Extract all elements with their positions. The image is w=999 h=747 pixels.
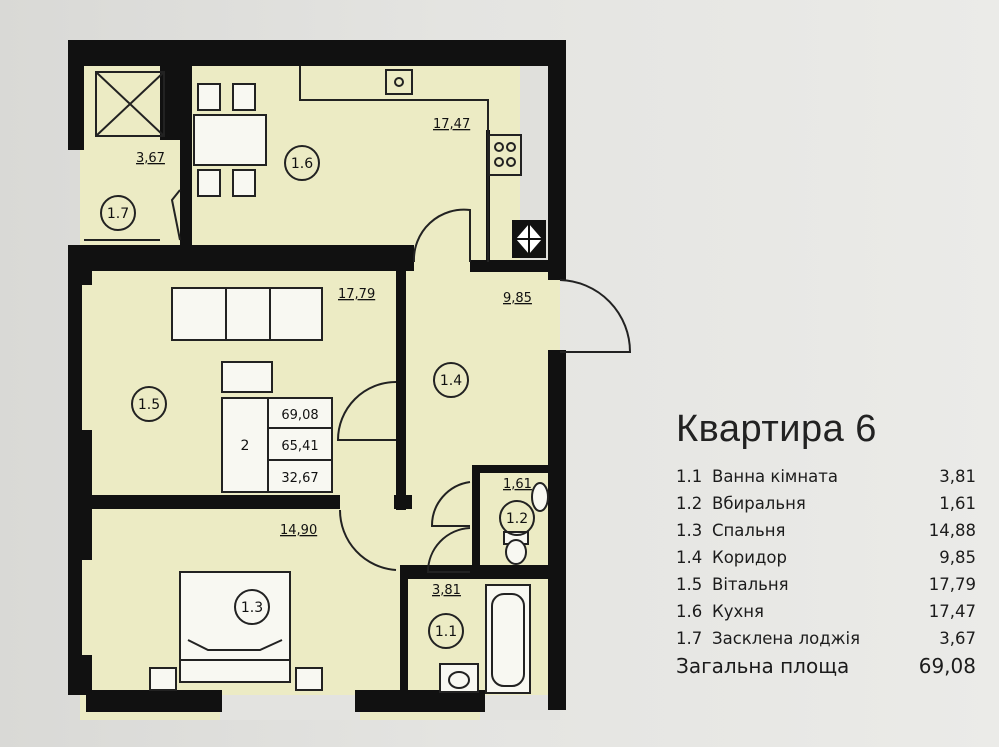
doors	[336, 208, 632, 573]
boiler	[512, 220, 546, 258]
room-1-6-area: 17,47	[433, 117, 470, 132]
legend-item-area: 3,81	[939, 467, 976, 486]
room-1-5-area: 17,79	[338, 287, 375, 302]
stove	[488, 134, 522, 176]
room-1-2-number: 1.2	[506, 511, 528, 527]
legend-item-name: Вітальня	[712, 575, 789, 594]
summary-rooms: 2	[241, 438, 250, 454]
walls	[68, 40, 566, 712]
legend-item-no: 1.3	[676, 521, 703, 540]
room-1-5-number: 1.5	[138, 397, 160, 413]
legend-item-area: 3,67	[939, 629, 976, 648]
room-circles	[100, 145, 535, 649]
legend-item-area: 1,61	[939, 494, 976, 513]
legend-item-no: 1.1	[676, 467, 703, 486]
legend-item-area: 14,88	[928, 521, 976, 540]
legend-item-name: Засклена лоджія	[712, 629, 860, 648]
legend-total-row: Загальна площа 69,08	[676, 654, 976, 678]
sofa	[171, 287, 323, 341]
legend-item-no: 1.7	[676, 629, 703, 648]
legend-item: 1.2 Вбиральня 1,61	[676, 490, 976, 517]
room-1-1-number: 1.1	[435, 624, 457, 640]
room-1-4-area: 9,85	[503, 291, 532, 306]
tv-unit	[221, 361, 273, 393]
summary-box	[221, 397, 333, 493]
room-1-4-number: 1.4	[440, 373, 462, 389]
outside-notch	[220, 695, 360, 720]
legend-item-name: Кухня	[712, 602, 764, 621]
legend-item: 1.3 Спальня 14,88	[676, 517, 976, 544]
summary-heated: 65,41	[281, 439, 318, 454]
legend-item-name: Коридор	[712, 548, 787, 567]
total-area-label: Загальна площа	[676, 654, 850, 678]
legend-item: 1.5 Вітальня 17,79	[676, 571, 976, 598]
total-area-value: 69,08	[918, 654, 976, 678]
room-1-1-area: 3,81	[432, 583, 461, 598]
legend-item-no: 1.2	[676, 494, 703, 513]
legend-item-no: 1.4	[676, 548, 703, 567]
legend-item: 1.1 Ванна кімната 3,81	[676, 463, 976, 490]
legend-item: 1.7 Засклена лоджія 3,67	[676, 625, 976, 652]
apartment-title: Квартира 6	[676, 408, 877, 450]
legend-item: 1.6 Кухня 17,47	[676, 598, 976, 625]
bathtub	[485, 584, 531, 694]
room-1-7-area: 3,67	[136, 151, 165, 166]
legend-item-name: Ванна кімната	[712, 467, 838, 486]
outside-notch-2	[480, 695, 560, 720]
legend-list: 1.1 Ванна кімната 3,81 1.2 Вбиральня 1,61 1.3 С…	[676, 463, 976, 652]
legend-item-area: 9,85	[939, 548, 976, 567]
washbasin	[439, 663, 479, 693]
loggia-shaft	[84, 71, 181, 241]
legend-item-no: 1.6	[676, 602, 703, 621]
kitchen-counter	[299, 66, 522, 262]
room-1-6-number: 1.6	[291, 156, 313, 172]
room-1-3-area: 14,90	[280, 523, 317, 538]
legend-item-name: Вбиральня	[712, 494, 806, 513]
legend-item-no: 1.5	[676, 575, 703, 594]
bed	[149, 571, 323, 691]
room-1-2-area: 1,61	[503, 477, 532, 492]
room-1-7-number: 1.7	[107, 206, 129, 222]
apartment-legend: Квартира 6 1.1 Ванна кімната 3,81 1.2 Вбирал…	[676, 408, 976, 678]
dining-table	[193, 83, 267, 197]
kitchen-sink	[385, 69, 413, 95]
room-1-3-number: 1.3	[241, 600, 263, 616]
legend-item-area: 17,47	[928, 602, 976, 621]
legend-item-area: 17,79	[928, 575, 976, 594]
legend-item-name: Спальня	[712, 521, 786, 540]
legend-item: 1.4 Коридор 9,85	[676, 544, 976, 571]
summary-total: 69,08	[281, 408, 318, 423]
summary-living: 32,67	[281, 471, 318, 486]
